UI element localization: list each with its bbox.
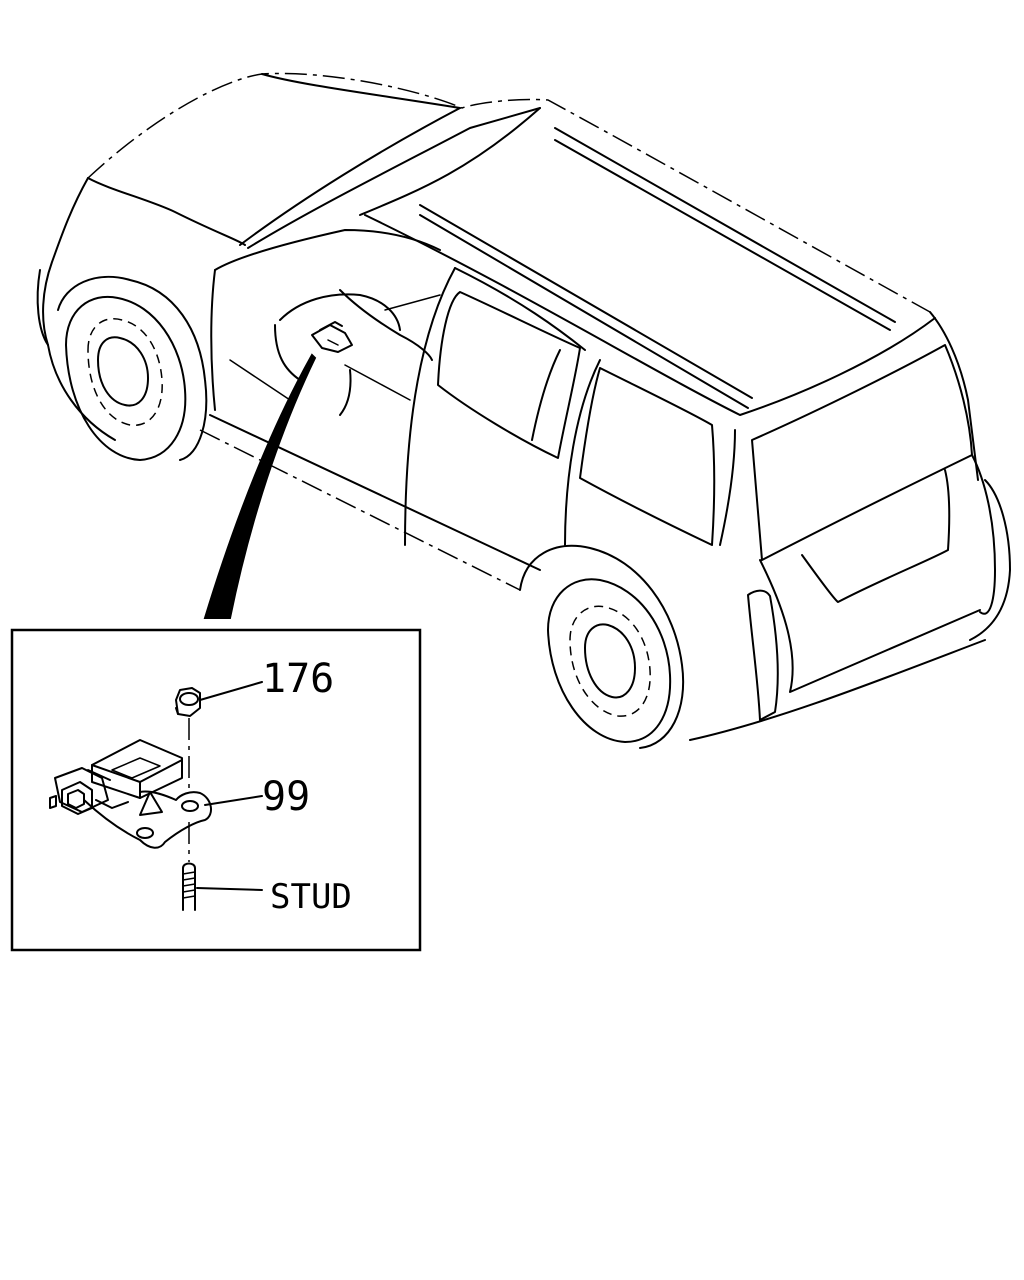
- callout-sensor-number: 99: [262, 774, 310, 820]
- vehicle-outline: [36, 72, 1011, 749]
- detail-leader: [203, 353, 317, 619]
- sensor-leader: [204, 795, 263, 806]
- stud-part: [182, 862, 196, 911]
- sensor-location-mark: [311, 321, 353, 353]
- nut-leader: [199, 681, 263, 701]
- stud-leader: [196, 887, 263, 891]
- detail-frame: [10, 628, 422, 952]
- callout-stud-label: STUD: [270, 877, 352, 917]
- detail-parts: [49, 681, 263, 911]
- sensor-module: [49, 739, 212, 849]
- callout-nut-number: 176: [262, 656, 334, 702]
